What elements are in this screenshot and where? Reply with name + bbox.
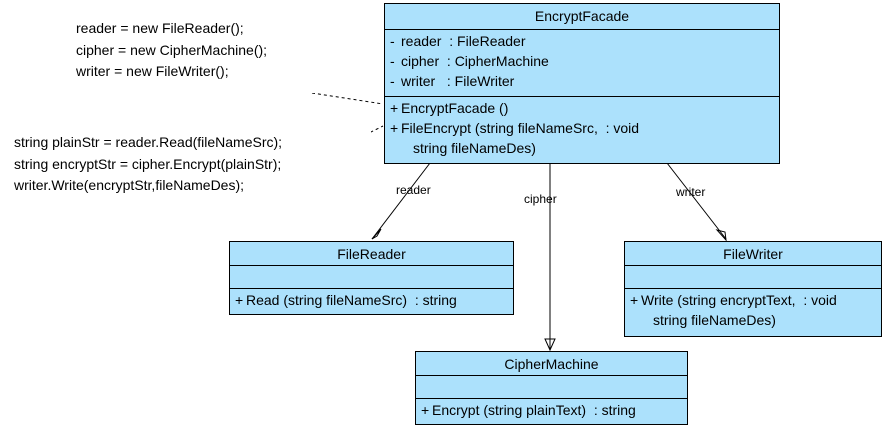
operation-text: Encrypt (string plainText) : string: [432, 402, 636, 418]
operation-text: Read (string fileNameSrc) : string: [246, 292, 457, 308]
visibility-marker: +: [390, 100, 399, 116]
visibility-marker: +: [630, 292, 639, 308]
class-attributes-filereader: [230, 266, 513, 289]
class-operations-ciphermachine: +Encrypt (string plainText) : string: [416, 399, 687, 424]
class-operations-filewriter: +Write (string encryptText, : void strin…: [625, 289, 881, 336]
operation-continuation: string fileNameDes): [413, 139, 536, 156]
note-line: string encryptStr = cipher.Encrypt(plain…: [14, 155, 282, 172]
visibility-marker: +: [390, 119, 399, 136]
class-attributes-encryptfacade: -reader : FileReader -cipher : CipherMac…: [385, 30, 779, 97]
class-title-encryptfacade: EncryptFacade: [385, 4, 779, 30]
visibility-marker: -: [390, 52, 395, 69]
class-box-filereader[interactable]: FileReader +Read (string fileNameSrc) : …: [229, 241, 514, 315]
operation-row: +FileEncrypt (string fileNameSrc, : void: [390, 119, 774, 139]
operation-text: Write (string encryptText, : void: [641, 292, 837, 308]
note-anchor-constructor: [311, 92, 384, 105]
note-line: string plainStr = reader.Read(fileNameSr…: [14, 133, 283, 150]
note-method-body: string plainStr = reader.Read(fileNameSr…: [5, 122, 371, 207]
class-title-filewriter: FileWriter: [625, 242, 881, 266]
note-constructor-body: reader = new FileReader(); cipher = new …: [67, 8, 323, 93]
operation-continuation: string fileNameDes): [653, 311, 776, 328]
edge-label-writer: writer: [676, 185, 706, 199]
attribute-text: reader : FileReader: [401, 33, 526, 49]
association-arrow-reader: [371, 228, 382, 240]
class-title-filereader: FileReader: [230, 242, 513, 266]
note-line: reader = new FileReader();: [76, 19, 244, 36]
association-line-writer: [666, 162, 727, 240]
operation-row: +Encrypt (string plainText) : string: [421, 401, 682, 421]
class-box-encryptfacade[interactable]: EncryptFacade -reader : FileReader -ciph…: [384, 3, 780, 164]
class-attributes-ciphermachine: [416, 376, 687, 399]
note-method: string plainStr = reader.Read(fileNameSr…: [5, 122, 371, 207]
attribute-row: -writer : FileWriter: [390, 72, 774, 92]
class-attributes-filewriter: [625, 266, 881, 289]
note-line: writer.Write(encryptStr,fileNameDes);: [14, 177, 245, 194]
attribute-row: -reader : FileReader: [390, 32, 774, 52]
operation-text: EncryptFacade (): [401, 100, 509, 116]
association-arrow-cipher: [544, 338, 556, 352]
operation-row: +Read (string fileNameSrc) : string: [235, 291, 508, 311]
class-box-ciphermachine[interactable]: CipherMachine +Encrypt (string plainText…: [415, 351, 688, 425]
visibility-marker: +: [235, 292, 244, 308]
edge-label-cipher: cipher: [524, 192, 557, 206]
visibility-marker: -: [390, 72, 395, 89]
association-line-reader: [371, 162, 431, 240]
edge-label-reader: reader: [396, 183, 431, 197]
visibility-marker: -: [390, 33, 395, 49]
class-box-filewriter[interactable]: FileWriter +Write (string encryptText, :…: [624, 241, 882, 337]
operation-text: FileEncrypt (string fileNameSrc, : void: [401, 119, 640, 136]
note-line: cipher = new CipherMachine();: [76, 41, 268, 58]
operation-row: +EncryptFacade (): [390, 99, 774, 119]
association-arrow-writer: [715, 229, 727, 242]
class-operations-encryptfacade: +EncryptFacade () +FileEncrypt (string f…: [385, 97, 779, 163]
operation-row: +Write (string encryptText, : void: [630, 291, 876, 311]
attribute-row: -cipher : CipherMachine: [390, 52, 774, 72]
note-line: writer = new FileWriter();: [76, 63, 229, 80]
class-operations-filereader: +Read (string fileNameSrc) : string: [230, 289, 513, 314]
attribute-text: writer : FileWriter: [401, 72, 515, 89]
attribute-text: cipher : CipherMachine: [401, 52, 549, 69]
note-constructor: reader = new FileReader(); cipher = new …: [67, 8, 323, 93]
visibility-marker: +: [421, 402, 430, 418]
class-title-ciphermachine: CipherMachine: [416, 352, 687, 376]
